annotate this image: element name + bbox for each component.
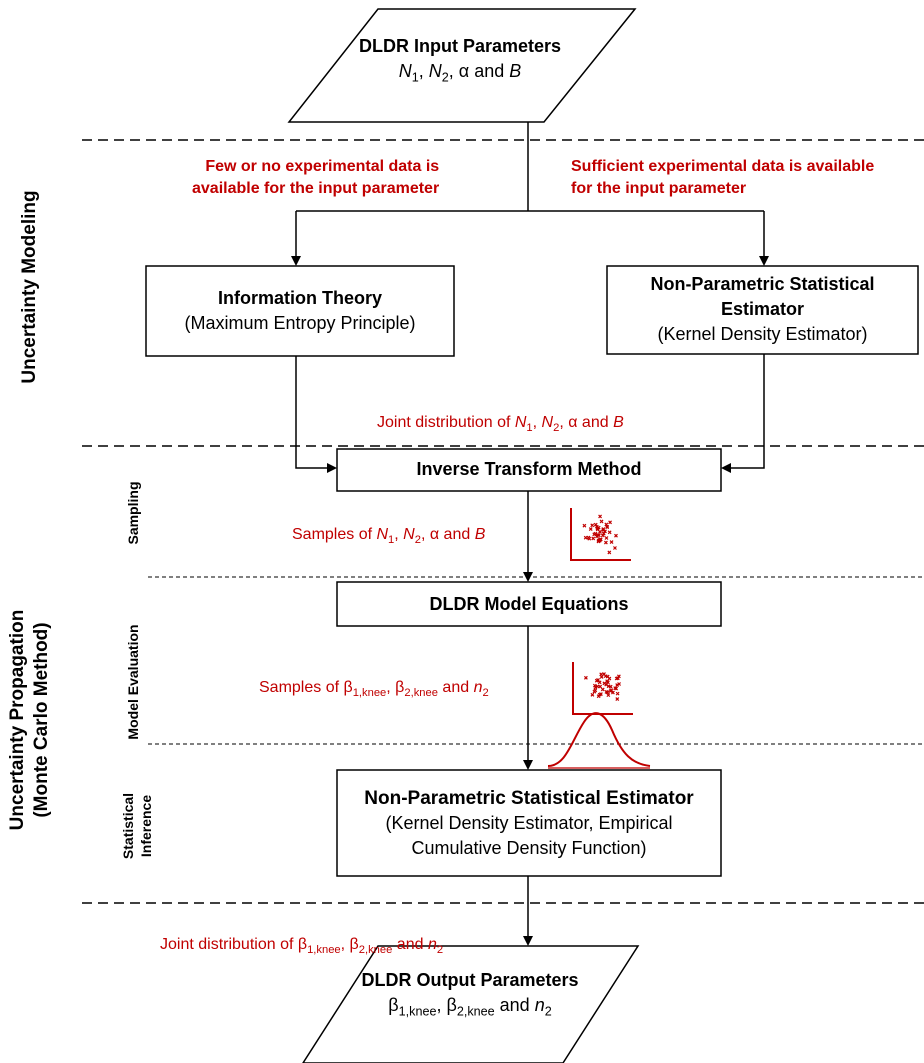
scatter-mark [583,535,588,540]
scatter-mark [602,672,606,676]
scatter-mark [616,674,621,679]
scatter-mark [614,533,618,538]
scatter-plot-icon [572,662,633,715]
scatter-mark [609,540,614,544]
scatter-mark [609,688,614,693]
input-parameters-title: DLDR Input Parameters [358,36,562,56]
nonparametric-estimator-bottom: Non-Parametric Statistical Estimator (Ke… [337,786,721,861]
scatter-mark [592,689,597,694]
scatter-mark [590,692,595,697]
scatter-mark [607,550,612,555]
scatter-mark [587,536,592,541]
output-parameters-list: β1,knee, β2,knee and n2 [388,995,552,1019]
scatter-mark [592,532,597,537]
scatter-mark [605,690,610,695]
scatter-mark [599,675,604,679]
scatter-mark [597,680,602,685]
scatter-mark [596,532,600,537]
scatter-mark [598,537,603,542]
scatter-mark [617,682,622,686]
information-theory: Information Theory (Maximum Entropy Prin… [146,286,454,336]
dldr-model-equations: DLDR Model Equations [429,594,629,614]
sufficient-data-note: Sufficient experimental data is availabl… [571,158,875,197]
joint-distribution-output-label: Joint distribution of β1,knee, β2,knee a… [160,936,444,956]
scatter-mark [604,522,609,527]
scatter-plot-icon [570,508,631,561]
scatter-mark [606,693,611,698]
nonparametric-top-subtitle: (Kernel Density Estimator) [657,324,868,344]
arrow-nonparametric-to-inverse [721,354,765,473]
scatter-mark [613,546,617,550]
scatter-mark [598,529,602,534]
samples-output-label: Samples of β1,knee, β2,knee and n2 [259,679,489,699]
scatter-mark [583,675,588,680]
arrow-information-to-inverse [295,356,337,473]
scatter-mark [607,530,612,535]
input-parameters-list: N1, N2, α and B [398,61,522,85]
nonparametric-estimator-bottom-box [336,769,722,877]
output-parameters-shape [302,945,640,1063]
nonparametric-estimator-top-box [606,265,919,355]
joint-distribution-input-label: Joint distribution of N1, N2, α and B [377,414,624,434]
few-data-note: Few or no experimental data is available… [192,158,440,197]
scatter-mark [590,523,595,528]
scatter-mark [615,683,620,687]
scatter-mark [592,683,597,688]
scatter-mark [593,522,598,527]
scatter-mark [611,690,615,695]
scatter-mark [604,536,609,540]
distribution-curve-icon [547,712,651,769]
inverse-transform-method: Inverse Transform Method [416,459,642,479]
scatter-mark [605,525,610,530]
side-label-statistical-inference: Statistical Inference [120,792,154,860]
side-label-uncertainty-propagation: Uncertainty Propagation (Monte Carlo Met… [7,609,52,831]
nonparametric-bottom-title: Non-Parametric Statistical Estimator [364,788,694,809]
scatter-mark [594,524,599,529]
scatter-mark [591,536,596,541]
scatter-mark [588,527,593,531]
input-parameters: DLDR Input Parameters N1, N2, α and B [330,34,590,84]
scatter-mark [608,520,613,525]
information-theory-box [145,265,455,357]
nonparametric-estimator-top: Non-Parametric Statistical Estimator (Ke… [607,272,918,347]
information-theory-subtitle: (Maximum Entropy Principle) [184,313,416,333]
scatter-mark [601,528,606,532]
output-parameters: DLDR Output Parameters β1,knee, β2,knee … [340,968,600,1018]
information-theory-title: Information Theory [217,288,382,308]
scatter-mark [615,697,620,701]
scatter-mark [615,691,620,696]
scatter-mark [600,687,605,692]
model-equations-box [336,581,722,627]
scatter-mark [606,680,610,685]
scatter-mark [608,684,613,689]
nonparametric-top-title-line1: Non-Parametric Statistical [650,274,875,294]
scatter-mark [613,686,618,691]
side-label-model-evaluation: Model Evaluation [125,624,141,740]
nonparametric-top-title-line2: Estimator [720,299,805,319]
scatter-mark [603,540,608,545]
scatter-mark [599,672,604,677]
scatter-mark [582,523,587,528]
scatter-mark [594,678,599,683]
output-parameters-title: DLDR Output Parameters [361,970,579,990]
side-label-sampling: Sampling [125,481,141,545]
scatter-mark [599,519,604,524]
scatter-mark [602,681,607,686]
nonparametric-bottom-subtitle-line2: Cumulative Density Function) [411,838,647,858]
samples-input-label: Samples of N1, N2, α and B [292,526,486,546]
nonparametric-bottom-subtitle-line1: (Kernel Density Estimator, Empirical [385,813,673,833]
scatter-mark [597,692,602,697]
side-label-uncertainty-modeling: Uncertainty Modeling [19,190,40,384]
scatter-mark [600,533,605,538]
scatter-mark [598,514,602,519]
scatter-mark [595,684,600,689]
input-parameters-shape [287,8,637,123]
